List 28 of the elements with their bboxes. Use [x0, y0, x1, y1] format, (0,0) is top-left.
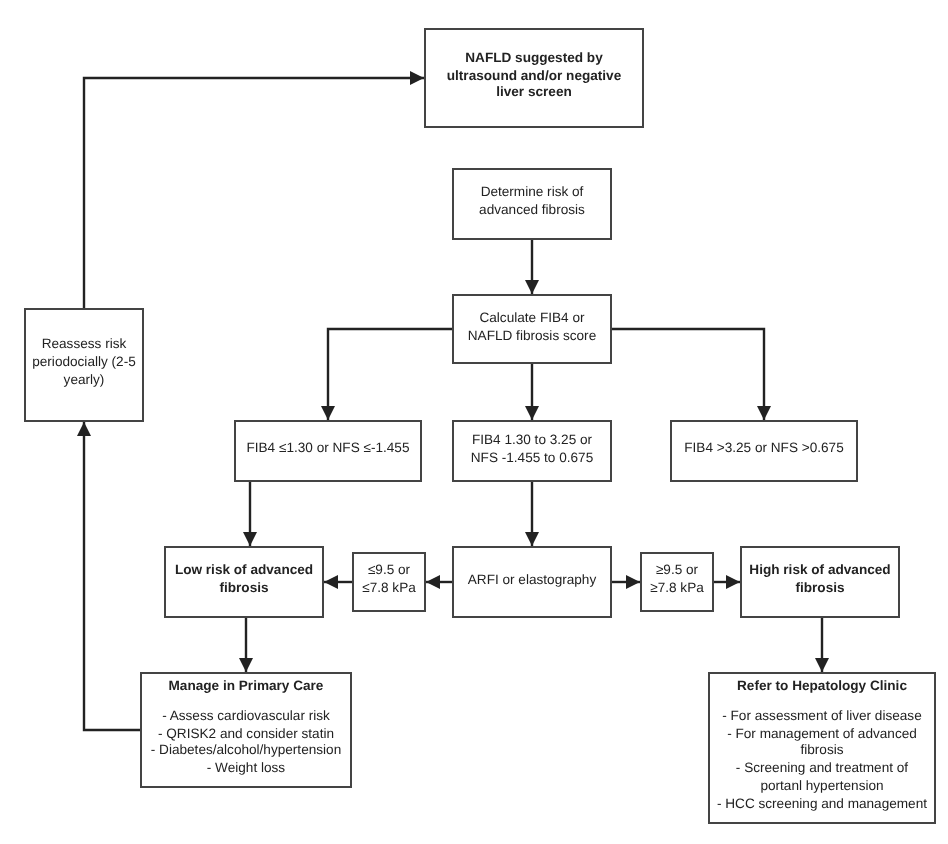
process-box [708, 672, 936, 824]
arrow [426, 575, 452, 589]
arrow [321, 327, 452, 420]
arrow [525, 364, 539, 420]
process-box [234, 420, 422, 482]
arrow [77, 422, 140, 732]
process-box [740, 546, 900, 618]
process-box [452, 294, 612, 364]
process-box [352, 552, 426, 612]
arrow [324, 575, 352, 589]
process-box [452, 546, 612, 618]
arrow [82, 71, 424, 308]
process-box [640, 552, 714, 612]
arrow [525, 240, 539, 294]
arrow [612, 575, 640, 589]
arrow [612, 327, 771, 420]
arrow [714, 575, 740, 589]
process-box [140, 672, 352, 788]
process-box [164, 546, 324, 618]
process-box [452, 168, 612, 240]
process-box [424, 28, 644, 128]
arrow [243, 482, 257, 546]
process-box [452, 420, 612, 482]
process-box [24, 308, 144, 422]
process-box [670, 420, 858, 482]
arrow [815, 618, 829, 672]
arrow [239, 618, 253, 672]
arrow [525, 482, 539, 546]
